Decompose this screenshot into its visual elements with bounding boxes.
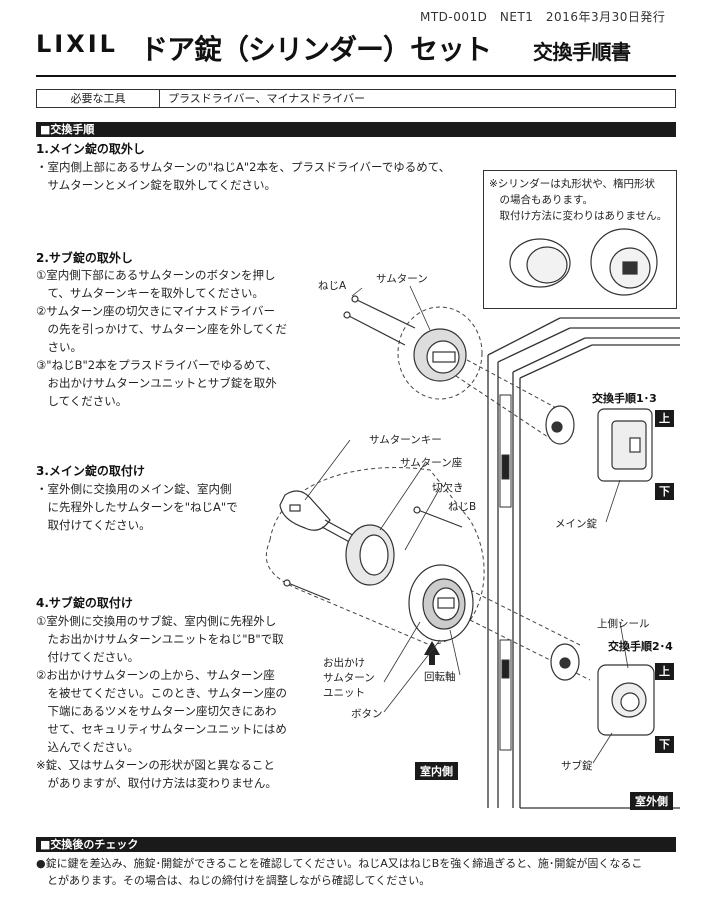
label-screw-b: ねじB xyxy=(448,501,477,513)
label-outing-unit-line: ユニット xyxy=(323,687,365,699)
step-3-line: に先程外したサムターンを"ねじA"で xyxy=(36,500,238,514)
label-sub-lock: サブ錠 xyxy=(561,760,593,772)
tools-table: 必要な工具 プラスドライバー、マイナスドライバー xyxy=(36,89,676,108)
step-2-body: ①室内側下部にあるサムターンのボタンを押し て、サムターンキーを取外してください… xyxy=(36,266,287,410)
step-2-line: ②サムターン座の切欠きにマイナスドライバー xyxy=(36,304,276,318)
step-1-heading: 1.メイン錠の取外し xyxy=(36,142,145,156)
step-1-line: サムターンとメイン錠を取外してください。 xyxy=(36,178,277,192)
main-cylinder xyxy=(545,405,653,482)
badge-top-2: 上 xyxy=(655,663,674,680)
label-outing-unit-line: サムターン xyxy=(323,672,375,684)
thumbturn-top xyxy=(413,328,467,382)
outing-thumbturn-unit xyxy=(408,564,474,642)
badge-bottom-2: 下 xyxy=(655,736,674,753)
step-4-line: ※錠、又はサムターンの形状が図と異なること xyxy=(36,758,275,772)
label-steps-2-4: 交換手順2･4 xyxy=(608,640,673,653)
label-main-lock: メイン錠 xyxy=(555,518,597,530)
step-2-line: さい。 xyxy=(36,340,82,354)
step-4-line: がありますが、取付け方法は変わりません。 xyxy=(36,776,277,790)
check-section-bar: ■交換後のチェック xyxy=(36,837,676,852)
step-1-body: ・室内側上部にあるサムターンの"ねじA"2本を、プラスドライバーでゆるめて、 サ… xyxy=(36,158,450,194)
step-1-line: ・室内側上部にあるサムターンの"ねじA"2本を、プラスドライバーでゆるめて、 xyxy=(36,160,451,174)
step-3-body: ・室外側に交換用のメイン錠、室内側 に先程外したサムターンを"ねじA"で 取付け… xyxy=(36,480,238,534)
step-2-line: してください。 xyxy=(36,394,128,408)
step-4-line: 込んでください。 xyxy=(36,740,139,754)
tools-value: プラスドライバー、マイナスドライバー xyxy=(168,92,366,105)
note-line: 取付け方法に変わりはありません。 xyxy=(489,210,668,222)
label-rotation-axis: 回転軸 xyxy=(424,671,456,683)
check-line: ●錠に鍵を差込み、施錠･開錠ができることを確認してください。ねじA又はねじBを強… xyxy=(36,857,643,870)
label-thumbturn: サムターン xyxy=(376,273,428,285)
label-thumbturn-key: サムターンキー xyxy=(369,434,442,446)
label-indoor: 室内側 xyxy=(415,762,458,780)
step-2-line: ①室内側下部にあるサムターンのボタンを押し xyxy=(36,268,276,282)
page-title: ドア錠（シリンダー）セット xyxy=(140,33,492,66)
label-top-seal: 上側シール xyxy=(597,618,650,630)
step-4-line: 付けてください。 xyxy=(36,650,140,664)
step-4-heading: 4.サブ錠の取付け xyxy=(36,596,133,610)
step-4-line: 下端にあるツメをサムターン座切欠きにあわ xyxy=(36,704,277,718)
step-4-line: たお出かけサムターンユニットをねじ"B"で取 xyxy=(36,632,284,646)
badge-top-1: 上 xyxy=(655,410,674,427)
screws-a xyxy=(343,295,416,346)
label-outing-unit: お出かけ サムターン ユニット xyxy=(323,656,375,701)
page-subtitle: 交換手順書 xyxy=(533,40,631,64)
label-thumbturn-seat: サムターン座 xyxy=(400,457,463,469)
document-id: MTD-001D NET1 2016年3月30日発行 xyxy=(420,10,666,24)
strike-plates xyxy=(499,394,512,751)
step-4-body: ①室外側に交換用のサブ錠、室内側に先程外し たお出かけサムターンユニットをねじ"… xyxy=(36,612,287,792)
rotation-arrow xyxy=(424,641,440,665)
label-screw-a: ねじA xyxy=(318,280,347,292)
step-2-line: ③"ねじB"2本をプラスドライバーでゆるめて、 xyxy=(36,358,278,372)
check-body: ●錠に鍵を差込み、施錠･開錠ができることを確認してください。ねじA又はねじBを強… xyxy=(36,855,686,889)
step-2-heading: 2.サブ錠の取外し xyxy=(36,251,133,265)
step-2-line: の先を引っかけて、サムターン座を外してくだ xyxy=(36,322,287,336)
procedure-section-bar: ■交換手順 xyxy=(36,122,676,137)
header-rule xyxy=(36,75,676,77)
label-steps-1-3: 交換手順1･3 xyxy=(592,392,657,405)
step-4-line: を被せてください。このとき、サムターン座の xyxy=(36,686,288,700)
label-notch: 切欠き xyxy=(432,482,464,494)
cylinder-note: ※シリンダーは丸形状や、楕円形状 の場合もあります。 取付け方法に変わりはありま… xyxy=(489,176,667,224)
thumbturn-seat xyxy=(345,524,395,586)
step-2-line: て、サムターンキーを取外してください。 xyxy=(36,286,264,300)
step-3-line: 取付けてください。 xyxy=(36,518,151,532)
check-line: とがあります。その場合は、ねじの締付けを調整しながら確認してください。 xyxy=(36,874,431,887)
step-3-heading: 3.メイン錠の取付け xyxy=(36,464,145,478)
note-line: の場合もあります。 xyxy=(489,194,593,206)
step-4-line: ②お出かけサムターンの上から、サムターン座 xyxy=(36,668,275,682)
sub-cylinder xyxy=(550,643,655,736)
cylinder-note-box xyxy=(483,170,677,309)
step-4-line: せて、セキュリティサムターンユニットにはめ xyxy=(36,722,287,736)
tools-label: 必要な工具 xyxy=(37,90,160,107)
cylinder-shapes xyxy=(509,228,658,296)
badge-bottom-1: 下 xyxy=(655,483,674,500)
label-outdoor: 室外側 xyxy=(630,792,673,810)
label-outing-unit-line: お出かけ xyxy=(323,657,365,669)
thumbturn-key xyxy=(279,490,359,546)
leader-lines xyxy=(304,285,629,764)
screws-b xyxy=(283,506,463,601)
label-button: ボタン xyxy=(351,708,383,720)
step-4-line: ①室外側に交換用のサブ錠、室内側に先程外し xyxy=(36,614,277,628)
step-2-line: お出かけサムターンユニットとサブ錠を取外 xyxy=(36,376,277,390)
step-3-line: ・室外側に交換用のメイン錠、室内側 xyxy=(36,482,232,496)
lixil-logo: LIXIL xyxy=(36,30,118,58)
note-line: ※シリンダーは丸形状や、楕円形状 xyxy=(489,178,655,190)
